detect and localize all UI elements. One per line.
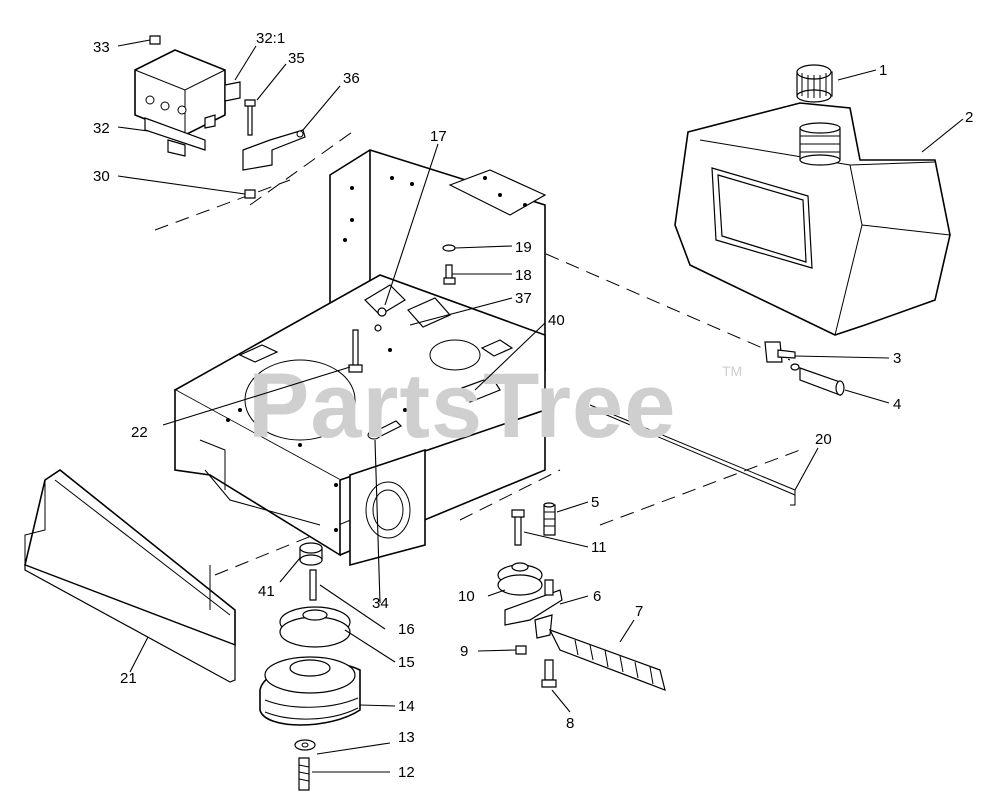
callout-15: 15	[398, 654, 415, 671]
callout-36: 36	[343, 70, 360, 87]
fuel-tank	[674, 102, 951, 336]
callout-16: 16	[398, 621, 415, 638]
callout-2: 2	[965, 109, 973, 126]
watermark-text: PartsTree	[248, 355, 676, 457]
callout-32: 32	[93, 120, 110, 137]
callout-18: 18	[515, 267, 532, 284]
clutch-assembly	[259, 542, 361, 791]
interlock-bracket	[242, 99, 306, 199]
callout-37: 37	[515, 290, 532, 307]
idler-assembly	[497, 502, 666, 691]
rod	[589, 404, 796, 506]
fuel-fitting	[764, 341, 800, 371]
callout-33: 33	[93, 39, 110, 56]
callout-30: 30	[93, 168, 110, 185]
callout-3: 3	[893, 350, 901, 367]
callout-1: 1	[879, 62, 887, 79]
callout-13: 13	[398, 729, 415, 746]
fuel-cap	[796, 64, 833, 103]
callout-40: 40	[548, 312, 565, 329]
watermark-trademark: TM	[722, 363, 742, 379]
callout-17: 17	[430, 128, 447, 145]
callout-9: 9	[460, 643, 468, 660]
fuel-hose	[799, 367, 845, 396]
control-box	[134, 35, 241, 157]
leader-lines	[117, 39, 964, 773]
callout-32-1: 32:1	[256, 30, 285, 47]
callout-7: 7	[635, 603, 643, 620]
callout-8: 8	[566, 715, 574, 732]
callout-6: 6	[593, 588, 601, 605]
callout-5: 5	[591, 494, 599, 511]
callout-11: 11	[591, 539, 607, 556]
callout-35: 35	[288, 50, 305, 67]
callout-22: 22	[131, 424, 148, 441]
callout-20: 20	[815, 431, 832, 448]
callout-10: 10	[458, 588, 475, 605]
callout-19: 19	[515, 239, 532, 256]
cover-panel	[24, 469, 236, 683]
callout-34: 34	[372, 595, 389, 612]
watermark: PartsTree TM	[248, 355, 742, 457]
frame-hardware	[348, 244, 456, 373]
frame-holes	[226, 176, 527, 532]
callout-12: 12	[398, 764, 415, 781]
callout-21: 21	[120, 670, 137, 687]
callout-labels: 33 32:1 35 36 32 30 17 19 18 37 40 22 1 …	[93, 30, 973, 781]
callout-4: 4	[893, 396, 901, 413]
callout-14: 14	[398, 698, 415, 715]
callout-41: 41	[258, 583, 275, 600]
